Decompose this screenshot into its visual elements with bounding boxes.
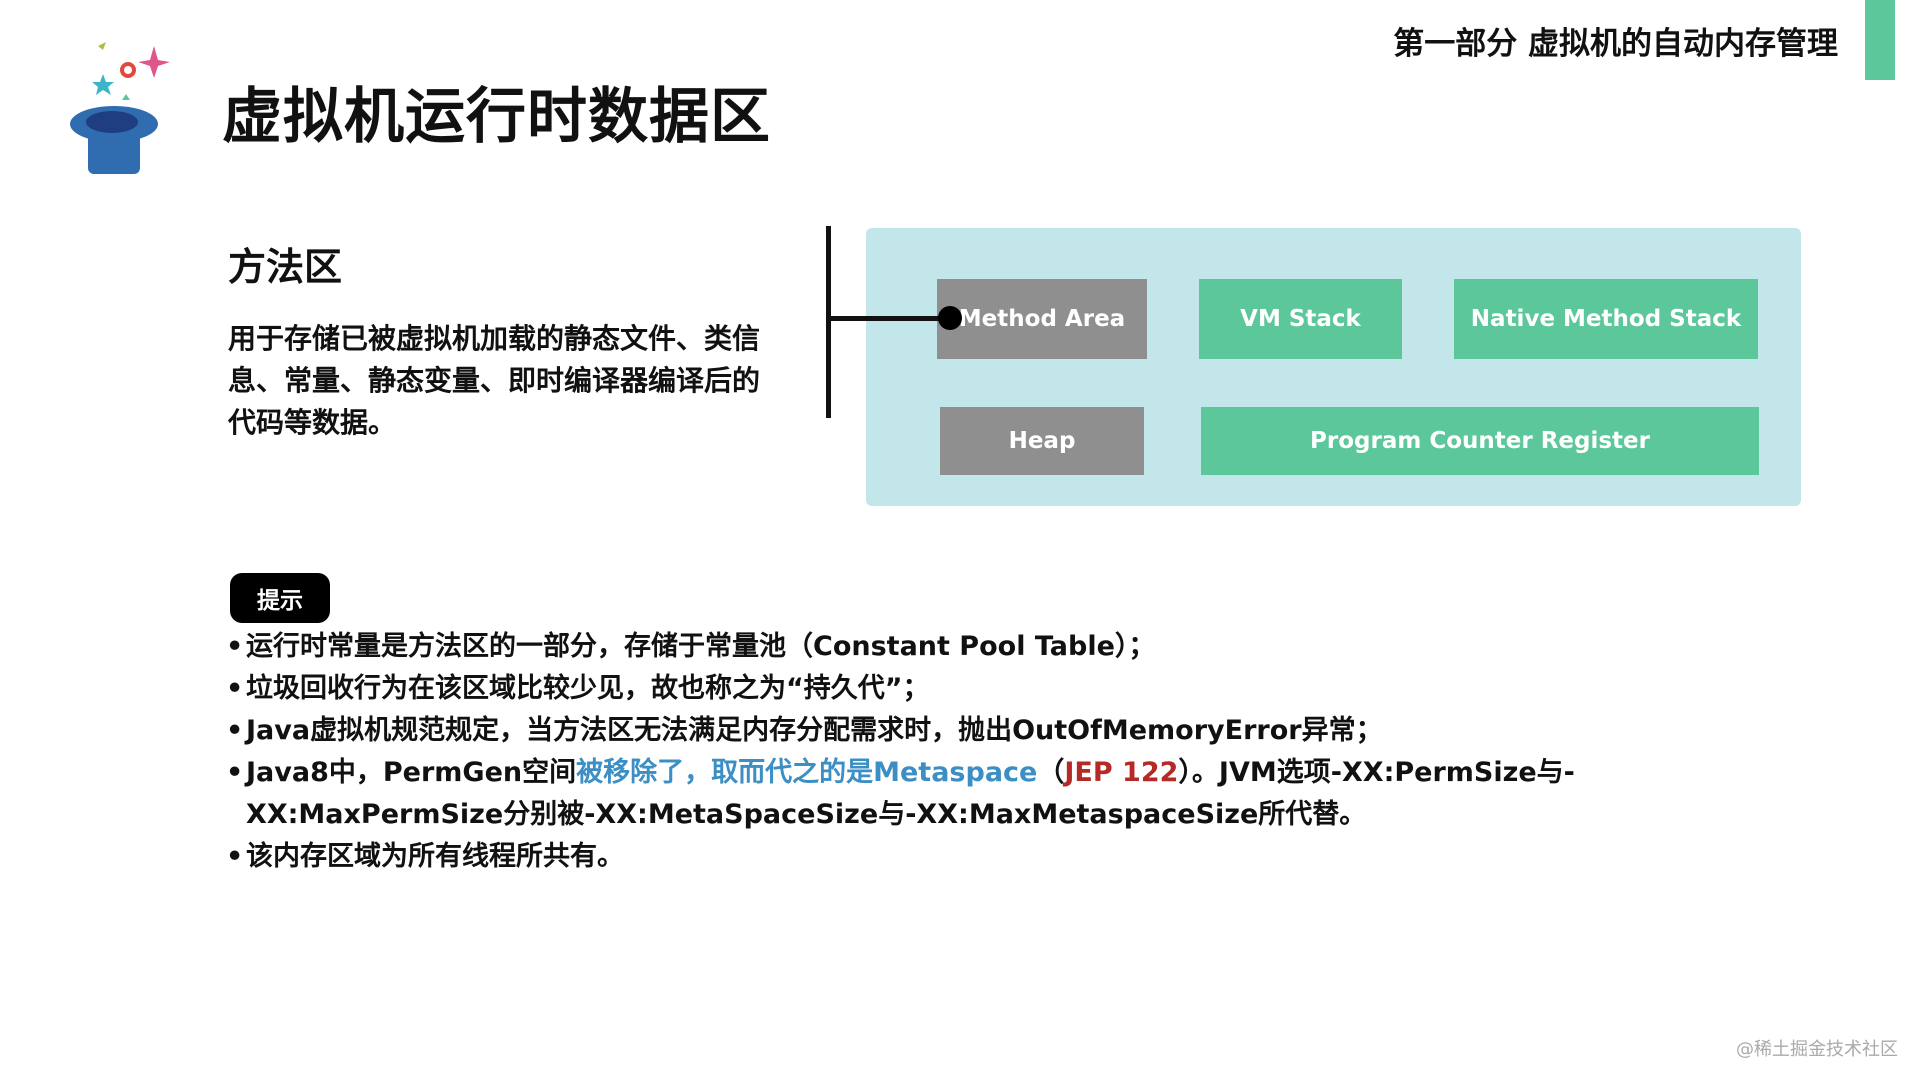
tip-badge: 提示 — [230, 573, 330, 623]
tip-item-1: 运行时常量是方法区的一部分，存储于常量池（Constant Pool Table… — [226, 626, 1746, 668]
tip-item-4: Java8中，PermGen空间被移除了，取而代之的是Metaspace（JEP… — [226, 752, 1746, 836]
program-counter-register-box: Program Counter Register — [1201, 407, 1759, 475]
tip-item-2: 垃圾回收行为在该区域比较少见，故也称之为“持久代”； — [226, 668, 1746, 710]
page-title: 虚拟机运行时数据区 — [222, 82, 771, 152]
tip-text: Java8中，PermGen空间 — [246, 757, 577, 788]
tip-item-3: Java虚拟机规范规定，当方法区无法满足内存分配需求时，抛出OutOfMemor… — [226, 710, 1746, 752]
section-label: 第一部分 虚拟机的自动内存管理 — [1393, 26, 1838, 62]
native-method-stack-box: Native Method Stack — [1454, 279, 1758, 359]
connector-dot — [938, 306, 962, 330]
metaspace-highlight: 被移除了，取而代之的是Metaspace — [576, 757, 1038, 788]
magic-hat-logo-icon — [70, 42, 170, 174]
accent-bar — [1865, 0, 1895, 80]
section-subtitle: 方法区 — [228, 245, 343, 289]
heap-box: Heap — [940, 407, 1144, 475]
vm-stack-box: VM Stack — [1199, 279, 1402, 359]
jep-reference: JEP 122 — [1064, 757, 1179, 788]
tip-text: ）。JVM选项-XX:PermSize与-XX:MaxPermSize分别被-X… — [246, 757, 1575, 830]
tip-text: 垃圾回收行为在该区域比较少见，故也称之为“持久代”； — [246, 673, 930, 704]
watermark: @稀土掘金技术社区 — [1736, 1039, 1898, 1060]
tip-list: 运行时常量是方法区的一部分，存储于常量池（Constant Pool Table… — [226, 626, 1746, 878]
tip-text: 该内存区域为所有线程所共有。 — [246, 841, 624, 872]
tip-text: Java虚拟机规范规定，当方法区无法满足内存分配需求时，抛出OutOfMemor… — [246, 715, 1383, 746]
connector-vertical-line — [826, 226, 831, 418]
section-description: 用于存储已被虚拟机加载的静态文件、类信息、常量、静态变量、即时编译器编译后的代码… — [228, 322, 761, 439]
tip-text: 运行时常量是方法区的一部分，存储于常量池（Constant Pool Table… — [246, 631, 1156, 662]
connector-horizontal-line — [826, 316, 950, 321]
tip-text: （ — [1037, 757, 1065, 788]
tip-item-5: 该内存区域为所有线程所共有。 — [226, 836, 1746, 878]
method-area-box: Method Area — [937, 279, 1147, 359]
